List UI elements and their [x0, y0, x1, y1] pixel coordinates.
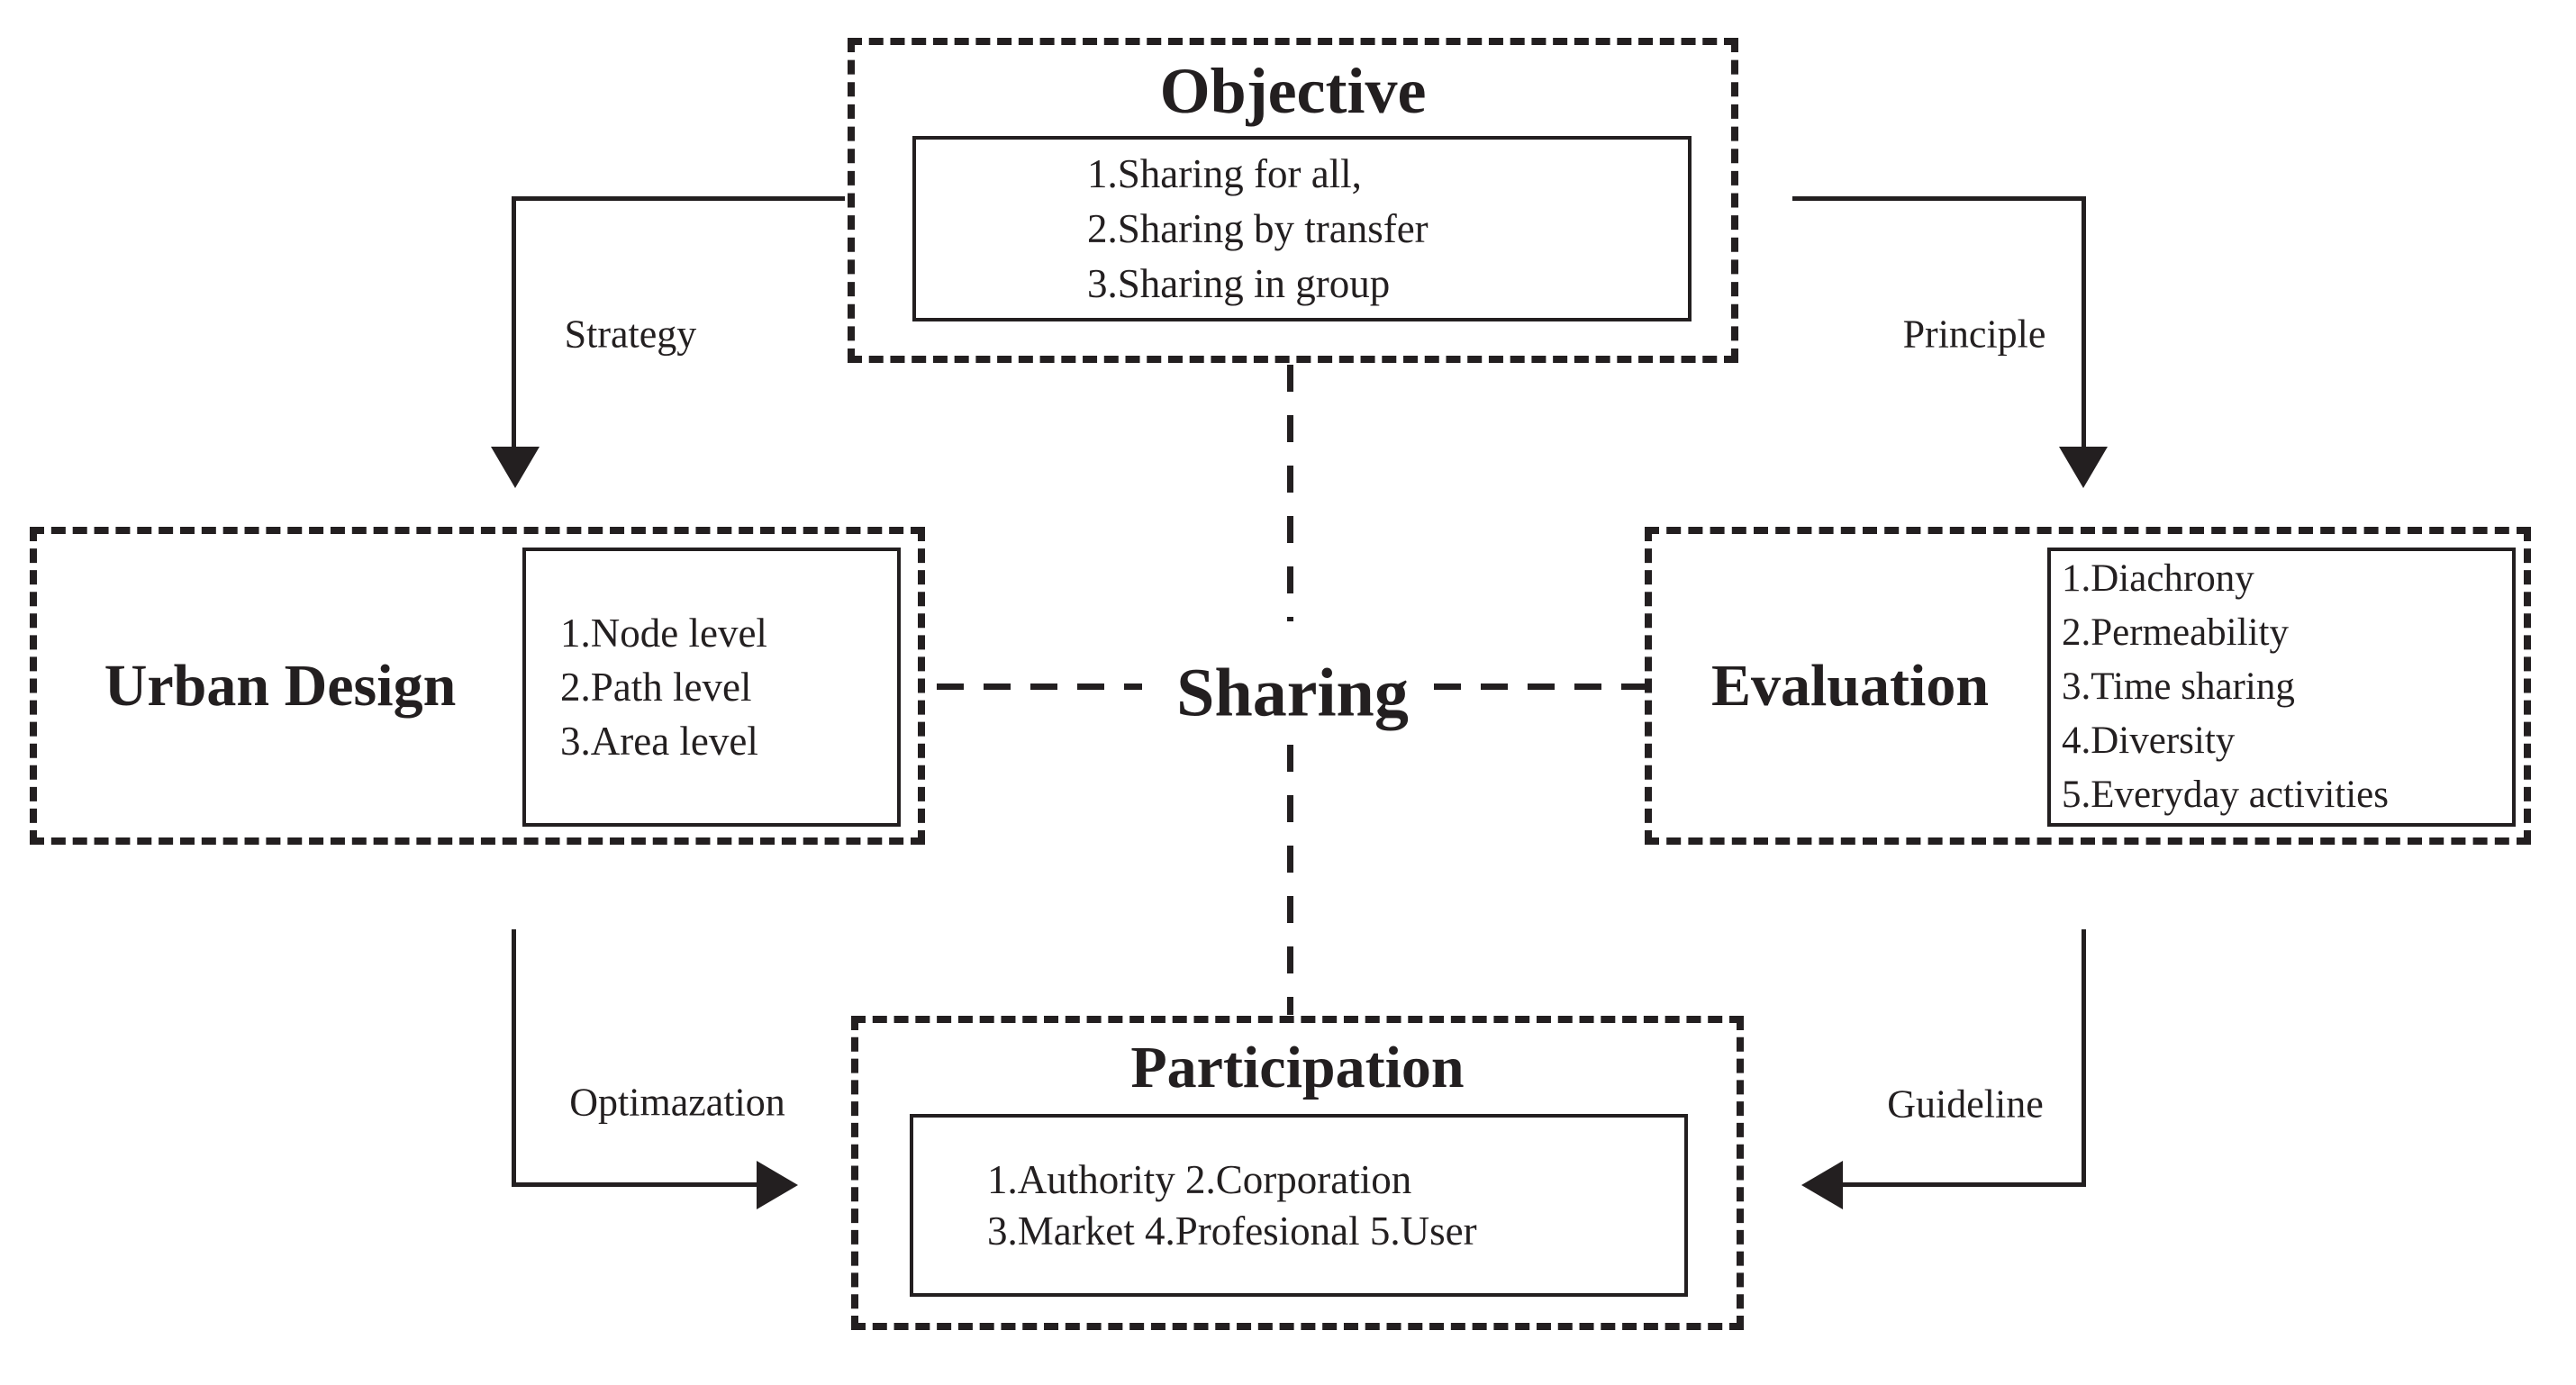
list-item: 2.Path level	[560, 665, 752, 710]
strategy-arrow-horizontal	[514, 196, 845, 201]
evaluation-list: 1.Diachrony 2.Permeability 3.Time sharin…	[2047, 548, 2516, 827]
strategy-label: Strategy	[564, 312, 697, 357]
list-item: 1.Node level	[560, 611, 767, 656]
sharing-connector-right	[1434, 683, 1646, 690]
list-item: 3.Area level	[560, 719, 758, 764]
evaluation-box: Evaluation 1.Diachrony 2.Permeability 3.…	[1645, 527, 2531, 845]
list-item: 3.Time sharing	[2062, 665, 2295, 708]
urban-design-title: Urban Design	[104, 652, 457, 719]
principle-arrow-horizontal	[1792, 196, 2085, 201]
objective-box: Objective 1.Sharing for all, 2.Sharing b…	[848, 38, 1738, 363]
guideline-arrow-vertical	[2082, 929, 2086, 1186]
participation-box: Participation 1.Authority 2.Corporation …	[851, 1016, 1744, 1330]
optimazation-arrow-horizontal	[512, 1182, 757, 1187]
sharing-connector-left	[937, 683, 1142, 690]
participation-list: 1.Authority 2.Corporation 3.Market 4.Pro…	[910, 1114, 1688, 1297]
optimazation-arrow-vertical	[512, 929, 516, 1186]
evaluation-title: Evaluation	[1710, 652, 1990, 719]
list-item: 5.Everyday activities	[2062, 774, 2389, 816]
arrowhead-down-icon	[2059, 447, 2108, 488]
principle-arrow-vertical	[2082, 196, 2086, 448]
arrowhead-down-icon	[491, 447, 540, 488]
sharing-center-label: Sharing	[1164, 654, 1421, 733]
list-item: 3.Sharing in group	[1087, 260, 1391, 306]
list-item: 1.Diachrony	[2062, 557, 2254, 600]
guideline-label: Guideline	[1887, 1082, 2044, 1127]
urban-design-box: Urban Design 1.Node level 2.Path level 3…	[30, 527, 925, 845]
objective-title: Objective	[1159, 55, 1427, 127]
sharing-connector-bottom	[1287, 745, 1293, 1015]
guideline-arrow-horizontal	[1843, 1182, 2086, 1187]
list-item: 4.Diversity	[2062, 720, 2236, 762]
participation-title: Participation	[1130, 1035, 1465, 1100]
urban-design-list: 1.Node level 2.Path level 3.Area level	[522, 548, 901, 827]
arrowhead-right-icon	[757, 1161, 798, 1209]
list-item: 2.Sharing by transfer	[1087, 205, 1429, 251]
optimazation-label: Optimazation	[569, 1080, 785, 1125]
list-item: 2.Permeability	[2062, 611, 2289, 654]
principle-label: Principle	[1902, 312, 2046, 357]
strategy-arrow-vertical	[512, 196, 516, 448]
objective-list: 1.Sharing for all, 2.Sharing by transfer…	[912, 136, 1692, 321]
list-item: 3.Market 4.Profesional 5.User	[987, 1208, 1477, 1254]
list-item: 1.Authority 2.Corporation	[987, 1156, 1412, 1202]
sharing-connector-top	[1287, 365, 1293, 621]
list-item: 1.Sharing for all,	[1087, 150, 1362, 196]
arrowhead-left-icon	[1801, 1161, 1843, 1209]
